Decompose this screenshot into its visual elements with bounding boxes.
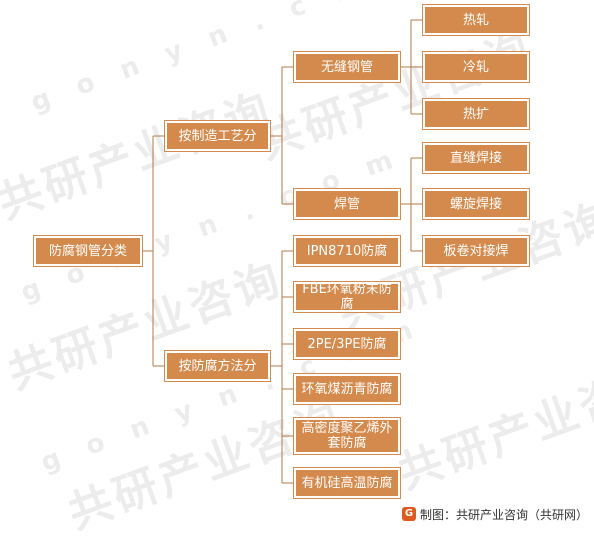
node-2pe-3pe: 2PE/3PE防腐	[294, 329, 400, 359]
node-hdpe-jacket: 高密度聚乙烯外套防腐	[294, 418, 400, 454]
source-credit-text: 制图：共研产业咨询（共研网）	[419, 507, 588, 522]
node-root: 防腐钢管分类	[34, 236, 142, 266]
node-coal-tar-epoxy: 环氧煤沥青防腐	[294, 374, 400, 404]
connector-lines	[142, 19, 423, 484]
node-hot-expanded: 热扩	[423, 99, 529, 129]
node-plate-butt-weld: 板卷对接焊	[423, 236, 529, 266]
node-fbe: FBE环氧粉末防腐	[294, 282, 400, 312]
node-by-process: 按制造工艺分	[165, 121, 270, 151]
node-by-anticorrosion: 按防腐方法分	[165, 351, 270, 381]
node-seamless-pipe: 无缝钢管	[294, 52, 400, 82]
node-silicone-high-temp: 有机硅高温防腐	[294, 468, 400, 498]
source-credit: G 制图：共研产业咨询（共研网）	[401, 505, 588, 523]
node-cold-rolled: 冷轧	[423, 52, 529, 82]
node-straight-seam: 直缝焊接	[423, 143, 529, 173]
node-hot-rolled: 热轧	[423, 5, 529, 35]
node-ipn8710: IPN8710防腐	[294, 236, 400, 266]
node-welded-pipe: 焊管	[294, 189, 400, 219]
brand-logo-icon: G	[401, 507, 416, 521]
node-spiral-weld: 螺旋焊接	[423, 189, 529, 219]
